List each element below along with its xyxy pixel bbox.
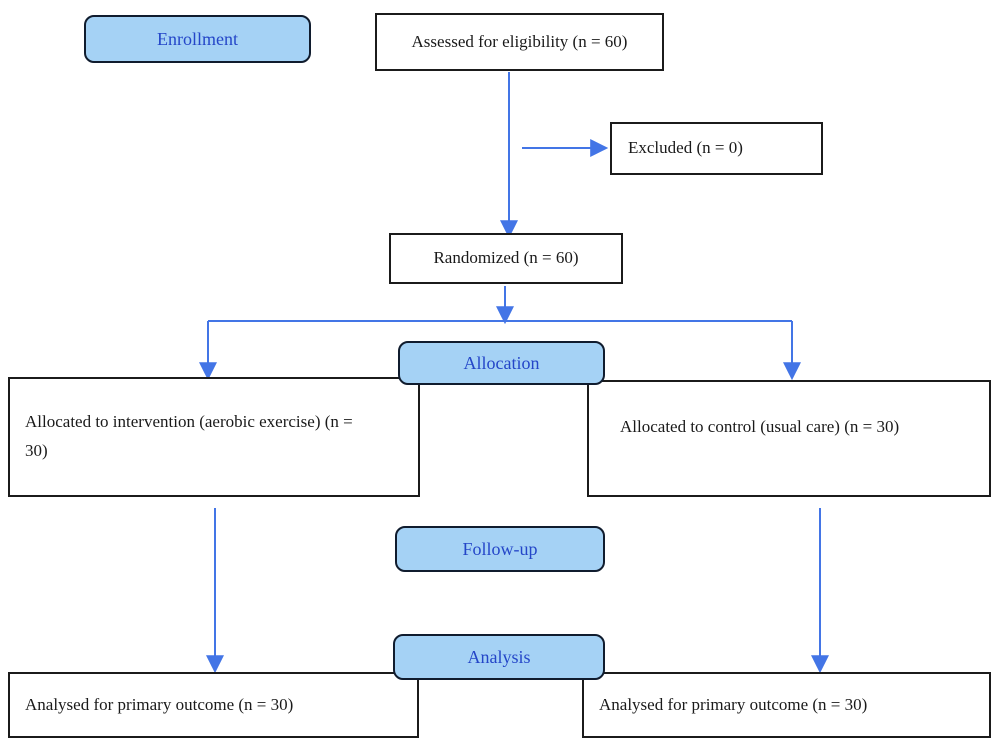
box-allocated-intervention: Allocated to intervention (aerobic exerc… (8, 377, 420, 497)
stage-followup: Follow-up (395, 526, 605, 572)
box-allocated-intervention-label: Allocated to intervention (aerobic exerc… (25, 412, 353, 460)
box-randomized: Randomized (n = 60) (389, 233, 623, 284)
stage-analysis-label: Analysis (467, 646, 531, 667)
stage-enrollment-label: Enrollment (157, 28, 238, 49)
box-assessed-eligibility: Assessed for eligibility (n = 60) (375, 13, 664, 71)
box-assessed-eligibility-label: Assessed for eligibility (n = 60) (411, 31, 628, 51)
box-randomized-label: Randomized (n = 60) (433, 248, 579, 268)
stage-allocation: Allocation (398, 341, 605, 385)
box-analysed-intervention-label: Analysed for primary outcome (n = 30) (25, 694, 294, 714)
stage-followup-label: Follow-up (462, 538, 538, 559)
box-allocated-control: Allocated to control (usual care) (n = 3… (587, 380, 991, 497)
box-allocated-control-label: Allocated to control (usual care) (n = 3… (620, 417, 900, 437)
box-excluded-label: Excluded (n = 0) (628, 138, 743, 158)
box-analysed-control-label: Analysed for primary outcome (n = 30) (599, 694, 868, 714)
stage-enrollment: Enrollment (84, 15, 311, 63)
box-analysed-control: Analysed for primary outcome (n = 30) (582, 672, 991, 738)
stage-analysis: Analysis (393, 634, 605, 680)
stage-allocation-label: Allocation (463, 352, 540, 373)
box-excluded: Excluded (n = 0) (610, 122, 823, 175)
box-analysed-intervention: Analysed for primary outcome (n = 30) (8, 672, 419, 738)
